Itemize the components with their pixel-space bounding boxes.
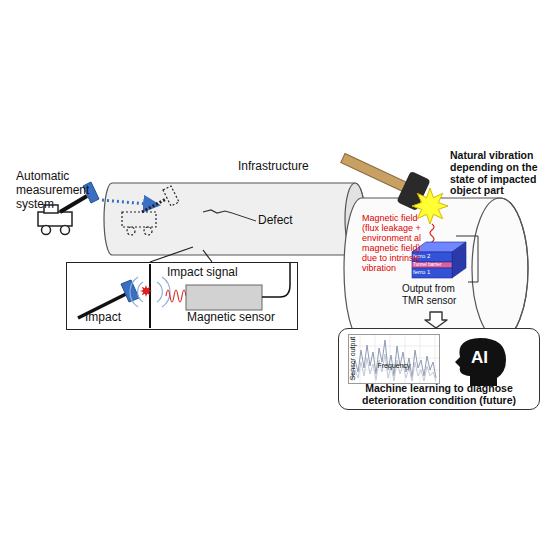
measurement-vehicle xyxy=(42,226,51,235)
robot-outline xyxy=(144,227,152,235)
ai-head-icon xyxy=(455,338,506,386)
inset-illustration xyxy=(140,285,152,297)
inset-illustration xyxy=(186,285,262,310)
pipe-section xyxy=(344,198,528,340)
callout-pointer xyxy=(203,250,212,262)
robot-outline xyxy=(163,186,179,206)
measurement-vehicle xyxy=(60,196,87,212)
note-text: Natural vibration depending on the state… xyxy=(450,150,558,197)
callout-pointer xyxy=(150,247,193,262)
robot-outline xyxy=(122,212,156,227)
part-label: Magnetic sensor xyxy=(187,311,275,325)
ml-panel: Machine learning to diagnose deteriorati… xyxy=(338,328,540,410)
axis-label: Sensor output xyxy=(348,333,355,383)
impact-hammer xyxy=(336,143,431,211)
defect-crack xyxy=(203,210,232,213)
travel-arrow xyxy=(102,200,158,205)
measurement-vehicle xyxy=(61,226,70,235)
object-label: Infrastructure xyxy=(238,160,309,174)
panel-backing xyxy=(338,328,540,410)
spectrum-chart xyxy=(348,334,440,384)
callout-pointer xyxy=(150,247,212,262)
panel-caption: Machine learning to diagnose deteriorati… xyxy=(342,383,536,407)
defect-crack xyxy=(203,210,256,221)
inset-illustration xyxy=(166,290,186,302)
panel-backing xyxy=(338,328,540,410)
hollow-arrow xyxy=(425,312,447,328)
inset-illustration xyxy=(149,264,151,328)
robot-outline xyxy=(122,186,179,235)
system-label: Automatic measurement system xyxy=(16,170,108,211)
inset-box: Impact Impact signalMagnetic sensor xyxy=(66,262,298,330)
spectrum-chart xyxy=(352,354,436,381)
travel-arrow xyxy=(102,200,158,205)
field-note: Magnetic field (flux leakage + environme… xyxy=(362,213,426,273)
icon-text: AI xyxy=(471,349,488,366)
sensor-caption: Output from TMR sensor xyxy=(402,283,472,306)
defect-label: Defect xyxy=(258,214,293,228)
robot-outline xyxy=(127,227,135,235)
spectrum-chart xyxy=(349,346,439,347)
defect-crack xyxy=(232,213,256,221)
tmr-chip xyxy=(452,242,466,278)
layer-label: ferro 1 xyxy=(413,269,430,275)
pipe-cylinder xyxy=(104,183,365,255)
pipe-section xyxy=(344,198,528,340)
tmr-chip xyxy=(412,268,452,278)
part-label: Impact xyxy=(85,311,121,325)
axis-label: Frequency xyxy=(378,362,411,369)
spectrum-chart xyxy=(349,335,439,383)
measurement-vehicle xyxy=(38,212,72,226)
pipe-cylinder xyxy=(104,183,365,255)
pipe-section xyxy=(472,198,528,340)
spectrum-chart xyxy=(348,334,440,384)
ai-head-icon xyxy=(455,338,506,386)
robot-outline xyxy=(142,199,166,212)
impact-hammer xyxy=(341,153,410,192)
inset-illustration xyxy=(130,277,170,307)
spectrum-chart xyxy=(420,335,421,383)
signal-label: Impact signal xyxy=(167,266,238,280)
inset-illustration xyxy=(78,262,290,328)
chart-frame: Sensor outputFrequency xyxy=(348,334,440,384)
inset-illustration xyxy=(262,262,290,297)
